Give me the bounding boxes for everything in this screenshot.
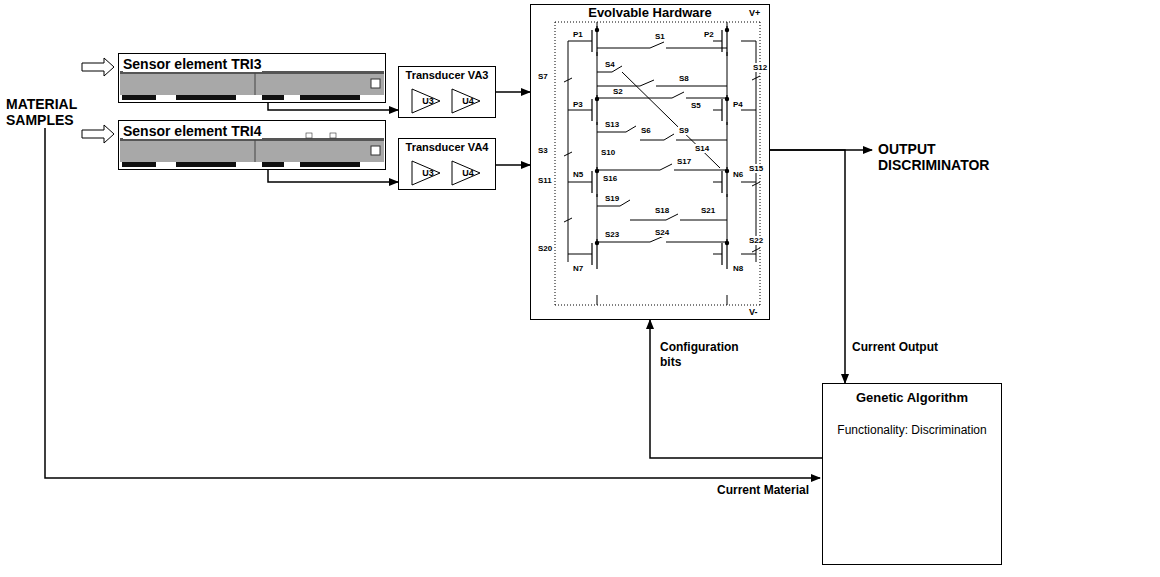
edge-label: Configuration bits: [660, 340, 746, 370]
annotation-label: OUTPUT DISCRIMINATOR: [878, 141, 1028, 173]
connector-arrow: [496, 164, 530, 166]
node-title: Transducer VA4: [401, 141, 493, 153]
component-label: S5: [690, 101, 702, 110]
edge-label: Current Output: [852, 340, 938, 355]
node-title: Sensor element TRI3: [123, 56, 262, 72]
component-label: V+: [748, 9, 761, 18]
node-title: U4: [455, 168, 481, 178]
node-title: Transducer VA3: [401, 69, 493, 81]
component-label: S4: [604, 60, 616, 69]
amplifier-triangle: U4: [451, 88, 481, 114]
node-body: Functionality: Discrimination: [827, 423, 997, 437]
component-label: P3: [572, 100, 584, 109]
component-label: S3: [537, 146, 549, 155]
component-label: V-: [748, 308, 759, 317]
junction-dot: [595, 28, 598, 31]
component-label: S10: [600, 148, 616, 157]
component-label: N8: [732, 264, 744, 273]
component-label: P2: [703, 30, 715, 39]
component-label: S6: [640, 126, 652, 135]
component-label: N7: [572, 264, 584, 273]
component-label: S2: [612, 87, 624, 96]
component-label: S24: [654, 228, 670, 237]
junction-dot: [595, 169, 598, 172]
component-label: N5: [572, 170, 584, 179]
connector-arrow: [770, 150, 845, 383]
node-title: U4: [455, 96, 481, 106]
component-label: S7: [537, 72, 549, 81]
component-label: S19: [604, 194, 620, 203]
component-label: S11: [537, 176, 553, 185]
junction-dot: [725, 241, 728, 244]
component-label: P4: [732, 100, 744, 109]
component-label: S1: [654, 32, 666, 41]
component-label: S21: [700, 206, 716, 215]
transducer-box: Transducer VA4U3 U4: [398, 138, 496, 190]
junction-dot: [725, 28, 728, 31]
junction-dot: [725, 97, 728, 100]
node-title: U3: [415, 96, 441, 106]
input-arrow: [82, 58, 114, 76]
component-label: N6: [732, 170, 744, 179]
algorithm-box: Genetic AlgorithmFunctionality: Discrimi…: [822, 383, 1002, 565]
connector-arrow: [268, 103, 398, 110]
component-label: S23: [604, 230, 620, 239]
component-label: P1: [572, 30, 584, 39]
connector-arrow: [268, 170, 398, 182]
node-title: Evolvable Hardware: [586, 5, 714, 20]
component-label: S16: [602, 174, 618, 183]
sensor-element: Sensor element TRI4: [118, 120, 386, 170]
node-title: Genetic Algorithm: [827, 390, 997, 405]
transistor-symbols: [583, 26, 729, 269]
component-label: S18: [654, 206, 670, 215]
node-title: U3: [415, 168, 441, 178]
input-arrow: [82, 125, 114, 143]
junction-dot: [725, 169, 728, 172]
material-line: [45, 128, 820, 478]
component-label: S15: [748, 164, 764, 173]
component-label: S12: [752, 63, 768, 72]
sensor-element: Sensor element TRI3: [118, 53, 386, 103]
component-label: S14: [694, 144, 710, 153]
node-title: Sensor element TRI4: [123, 123, 262, 139]
annotation-label: Current Material: [715, 483, 811, 497]
connector-arrow: [496, 91, 530, 93]
amplifier-triangle: U3: [411, 88, 441, 114]
connector-arrow: [650, 320, 822, 458]
component-label: S8: [678, 74, 690, 83]
component-label: S13: [604, 120, 620, 129]
amplifier-triangle: U4: [451, 160, 481, 186]
component-label: S22: [748, 236, 764, 245]
amplifier-triangle: U3: [411, 160, 441, 186]
component-label: S9: [678, 126, 690, 135]
transistor-schematic: [555, 22, 760, 305]
junction-dot: [595, 241, 598, 244]
transducer-box: Transducer VA3U3 U4: [398, 66, 496, 118]
junction-dot: [595, 97, 598, 100]
annotation-label: MATERIAL SAMPLES: [6, 96, 78, 128]
component-label: S20: [537, 244, 553, 253]
component-label: S17: [676, 157, 692, 166]
